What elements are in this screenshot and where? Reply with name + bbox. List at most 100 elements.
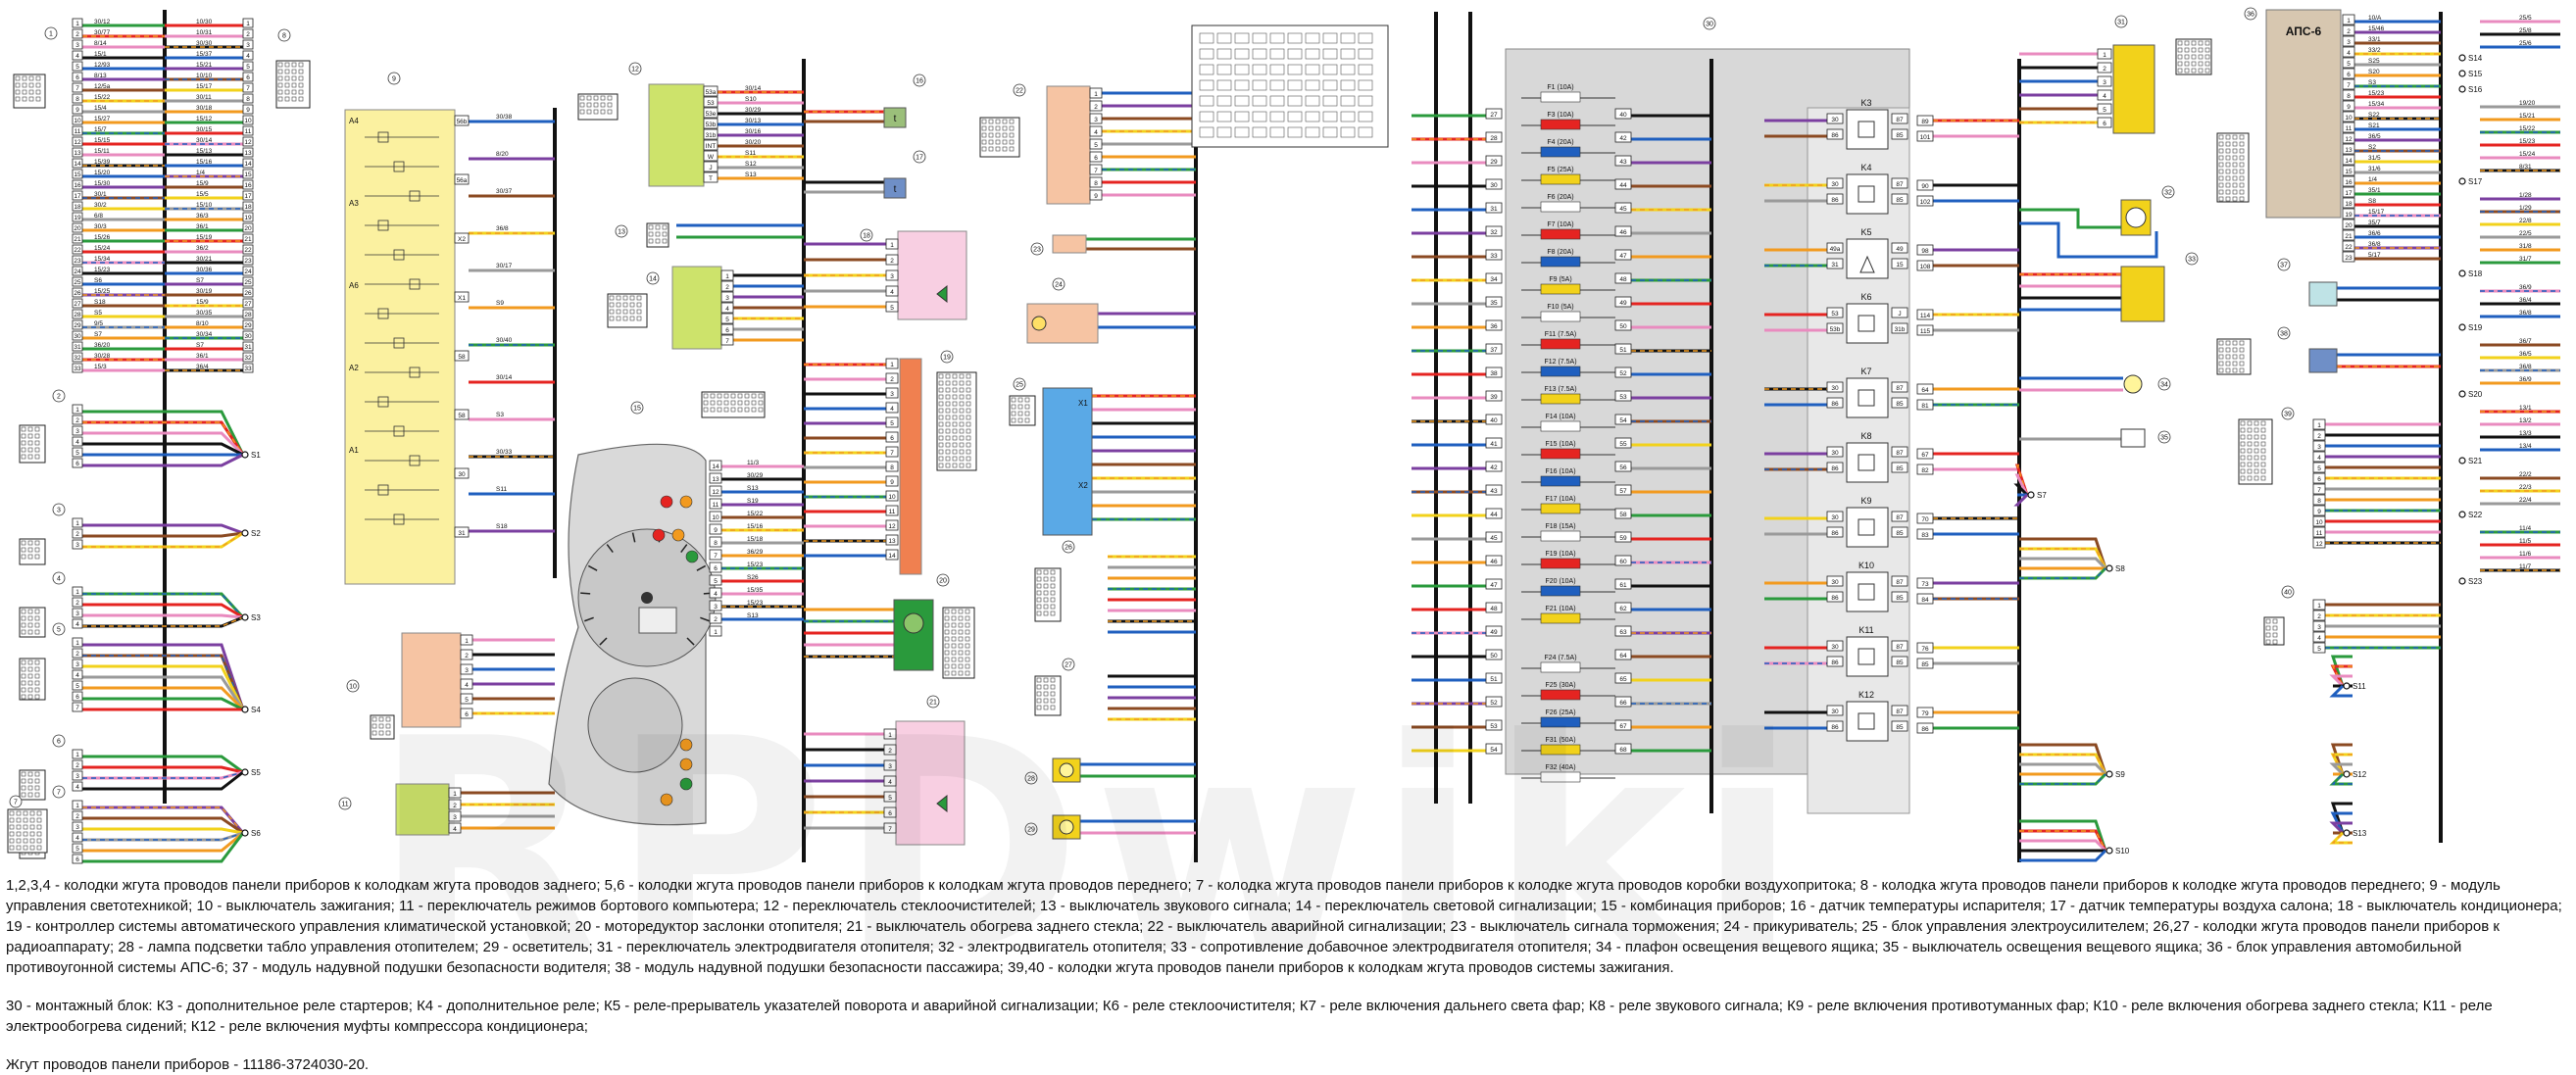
wire-layer	[82, 20, 2560, 863]
connector-cavity	[758, 393, 764, 399]
right-bundle-label: 1/29	[2519, 205, 2532, 212]
pin-label: 53b	[1830, 326, 1841, 333]
connector-cavity	[1050, 569, 1056, 575]
pin-label: 10	[712, 514, 719, 521]
component-number-13: 13	[618, 229, 625, 236]
splice-S18	[2458, 269, 2466, 277]
connector-cavity	[277, 69, 283, 74]
component-number-31: 31	[2117, 20, 2125, 26]
pinout-cell	[1269, 111, 1285, 122]
pinout-cell	[1305, 111, 1320, 122]
pin-label: 33	[74, 366, 81, 372]
pin-label: 19	[74, 215, 81, 221]
connector-cavity	[2218, 347, 2224, 353]
connector-cavity	[9, 838, 15, 844]
connector-cavity	[959, 456, 965, 462]
speedometer-tick	[584, 616, 594, 622]
pin-label: 31	[458, 530, 466, 537]
connector-cavity	[2254, 441, 2259, 447]
lighter-lamp	[1031, 316, 1047, 331]
pin-label: 33	[244, 366, 252, 372]
connector-cavity	[988, 146, 994, 152]
connector-cavity	[2198, 40, 2204, 46]
connector-cavity	[944, 622, 950, 628]
relay-out-pin	[1916, 642, 1934, 654]
connector-cavity	[710, 400, 716, 406]
connector8-pin	[242, 319, 254, 330]
block30-right-pin	[1614, 672, 1632, 684]
connector19-icon	[936, 371, 977, 471]
pin-label: 4	[725, 306, 729, 313]
pin-label: 5	[890, 420, 894, 427]
component-number-circle	[926, 695, 940, 709]
connector-cavity	[938, 435, 944, 441]
right-bundle-label: 11/5	[2519, 538, 2532, 545]
connector-cavity	[34, 694, 40, 700]
connector-cavity	[2232, 162, 2238, 168]
pin-label: 6	[75, 74, 79, 81]
connector1-wire-label: 15/15	[94, 137, 111, 144]
hazard-pin	[1089, 189, 1103, 201]
connector-cavity	[995, 132, 1001, 138]
connector-cavity	[29, 838, 35, 844]
connector-cavity	[34, 771, 40, 777]
connector-cavity	[981, 132, 987, 138]
connector8-pin	[242, 212, 254, 222]
connector8-wire-label: 15/16	[196, 159, 213, 166]
pin-label: J	[1898, 311, 1901, 318]
fuse-label: F6 (20A)	[1547, 194, 1573, 201]
connector-cavity	[710, 407, 716, 413]
splice-label-right: S15	[2468, 70, 2483, 78]
pin-label: 5	[75, 846, 79, 853]
splice-S14	[2458, 54, 2466, 62]
relay-pin	[1891, 381, 1908, 393]
connector-cavity	[2240, 468, 2246, 474]
pin-label: 3	[75, 42, 79, 49]
speedometer-tick	[599, 637, 608, 646]
connector-cavity	[966, 435, 971, 441]
pinout-cell	[1199, 48, 1214, 60]
component-number-circle	[913, 73, 926, 87]
component-number-3: 3	[57, 508, 61, 514]
connector-cavity	[945, 394, 951, 400]
connector-cavity	[959, 428, 965, 434]
cluster15-wire-label: S19	[747, 498, 759, 505]
connector-cavity	[29, 824, 35, 830]
wire-stripe	[82, 771, 244, 779]
connector-cavity	[945, 387, 951, 393]
aps6-wire-label: 36/6	[2368, 230, 2381, 237]
pin-label: 21	[244, 236, 252, 243]
connector-cavity	[737, 407, 743, 413]
connector-cavity	[2191, 61, 2197, 67]
switch12-wire-label: 30/29	[745, 107, 762, 114]
pinout-cell	[1234, 111, 1250, 122]
pin-label: 87	[1896, 709, 1904, 715]
splice-label-right: S23	[2468, 577, 2483, 586]
component-number-26: 26	[1065, 545, 1072, 552]
connector-cavity	[2247, 468, 2253, 474]
connector-cavity	[616, 316, 621, 321]
connector-cavity	[1036, 705, 1042, 710]
connector-cavity	[21, 792, 26, 798]
connector1-wire-label: 15/1	[94, 51, 107, 58]
aps6-pin	[2342, 186, 2355, 198]
connector-cavity	[2218, 169, 2224, 174]
hazard-pin	[1089, 100, 1103, 112]
passenger-airbag-module	[2308, 348, 2338, 373]
component-number-circle	[628, 62, 642, 75]
splice-feed-wire	[82, 675, 245, 710]
connector-cavity	[29, 845, 35, 851]
connector-cavity	[952, 394, 958, 400]
pin-label: 90	[1921, 183, 1929, 190]
fuse-body	[1540, 146, 1581, 158]
connector-cavity	[959, 449, 965, 455]
connector-cavity	[2225, 175, 2231, 181]
connector-cavity	[593, 95, 599, 101]
switch11-pin	[448, 822, 462, 834]
switch12-pin	[703, 171, 718, 183]
connector-cavity	[938, 373, 944, 379]
component-number-circle	[646, 271, 660, 285]
module9-component	[377, 220, 389, 231]
connector-pin	[72, 458, 83, 468]
splice-feed-wire	[82, 442, 244, 457]
